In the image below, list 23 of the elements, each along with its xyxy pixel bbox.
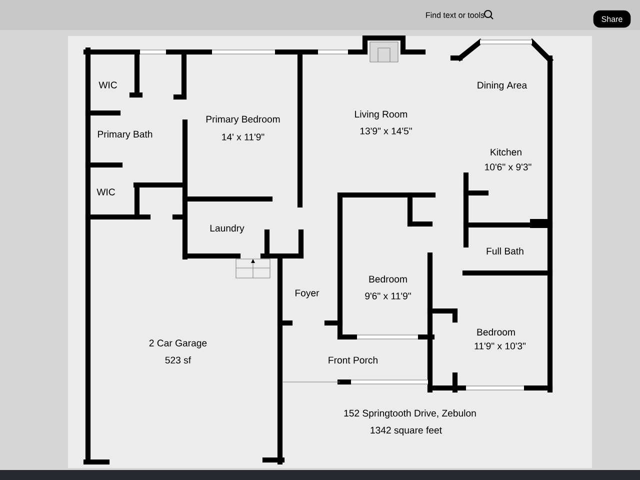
room-size: 11'9" x 10'3" (474, 342, 526, 350)
room-label: WIC (96, 188, 115, 196)
room-label: WIC (98, 82, 117, 88)
address-text: 1342 square feet (370, 426, 442, 436)
room-label: Bedroom (477, 328, 515, 336)
room-size: 9'6" x 11'9" (365, 292, 411, 300)
room-size: 10'6" x 9'3" (485, 164, 532, 170)
room-size: 523 sf (165, 356, 192, 364)
room-label: Kitchen (490, 148, 522, 156)
room-label: 2 Car Garage (149, 340, 207, 348)
room-label: Full Bath (486, 247, 524, 255)
room-size: 14' x 11'9" (222, 134, 264, 140)
room-label: Primary Bath (98, 130, 152, 140)
room-label: Laundry (210, 224, 244, 234)
room-size: 13'9" x 14'5" (360, 128, 412, 134)
room-label: Dining Area (478, 82, 528, 90)
room-label: Primary Bedroom (206, 116, 280, 124)
room-label: Bedroom (369, 275, 407, 283)
address-text: 152 Springtooth Drive, Zebulon (344, 410, 476, 418)
room-label: Living Room (355, 110, 408, 120)
room-label: Front Porch (328, 356, 378, 364)
room-label: Foyer (296, 290, 320, 298)
screen-text: Find text or tools (426, 12, 484, 18)
